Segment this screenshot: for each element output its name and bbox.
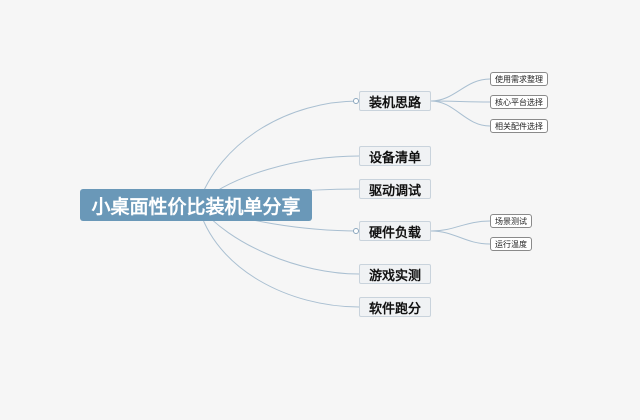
subtopic-4-1-label: 场景测试 — [495, 216, 527, 226]
subtopic-1-2-label: 核心平台选择 — [495, 97, 543, 107]
subtopic-1-1[interactable]: 使用需求整理 — [490, 72, 548, 86]
branch-topic-5-label: 游戏实测 — [368, 268, 421, 284]
central-topic[interactable]: 小桌面性价比装机单分享 — [80, 189, 312, 221]
branch-topic-5[interactable]: 游戏实测 — [359, 264, 431, 284]
subtopic-4-2-label: 运行温度 — [495, 239, 527, 249]
branch-topic-2[interactable]: 设备清单 — [359, 146, 431, 166]
connector-central-to-branch-6 — [197, 204, 360, 308]
branch-topic-3-label: 驱动调试 — [368, 183, 421, 199]
branch-topic-4[interactable]: 硬件负载 — [359, 221, 431, 241]
subtopic-1-1-label: 使用需求整理 — [495, 74, 543, 84]
branch-topic-2-label: 设备清单 — [368, 150, 421, 166]
connector-branch-4-to-leaf-2 — [430, 230, 491, 245]
branch-topic-4-label: 硬件负载 — [368, 225, 421, 241]
connector-branch-1-to-leaf-1 — [430, 78, 491, 102]
branch-topic-1[interactable]: 装机思路 — [359, 91, 431, 111]
collapse-toggle-branch-1[interactable] — [353, 98, 359, 104]
subtopic-1-2[interactable]: 核心平台选择 — [490, 95, 548, 109]
subtopic-1-3[interactable]: 相关配件选择 — [490, 119, 548, 133]
subtopic-4-1[interactable]: 场景测试 — [490, 214, 532, 228]
branch-topic-6[interactable]: 软件跑分 — [359, 297, 431, 317]
connector-branch-1-to-leaf-3 — [430, 100, 491, 127]
collapse-toggle-branch-4[interactable] — [353, 228, 359, 234]
branch-topic-3[interactable]: 驱动调试 — [359, 179, 431, 199]
connector-central-to-branch-1 — [197, 100, 360, 206]
connector-branch-4-to-leaf-1 — [430, 220, 491, 232]
subtopic-1-3-label: 相关配件选择 — [495, 121, 543, 131]
branch-topic-1-label: 装机思路 — [368, 95, 421, 111]
subtopic-4-2[interactable]: 运行温度 — [490, 237, 532, 251]
branch-topic-6-label: 软件跑分 — [368, 301, 421, 317]
